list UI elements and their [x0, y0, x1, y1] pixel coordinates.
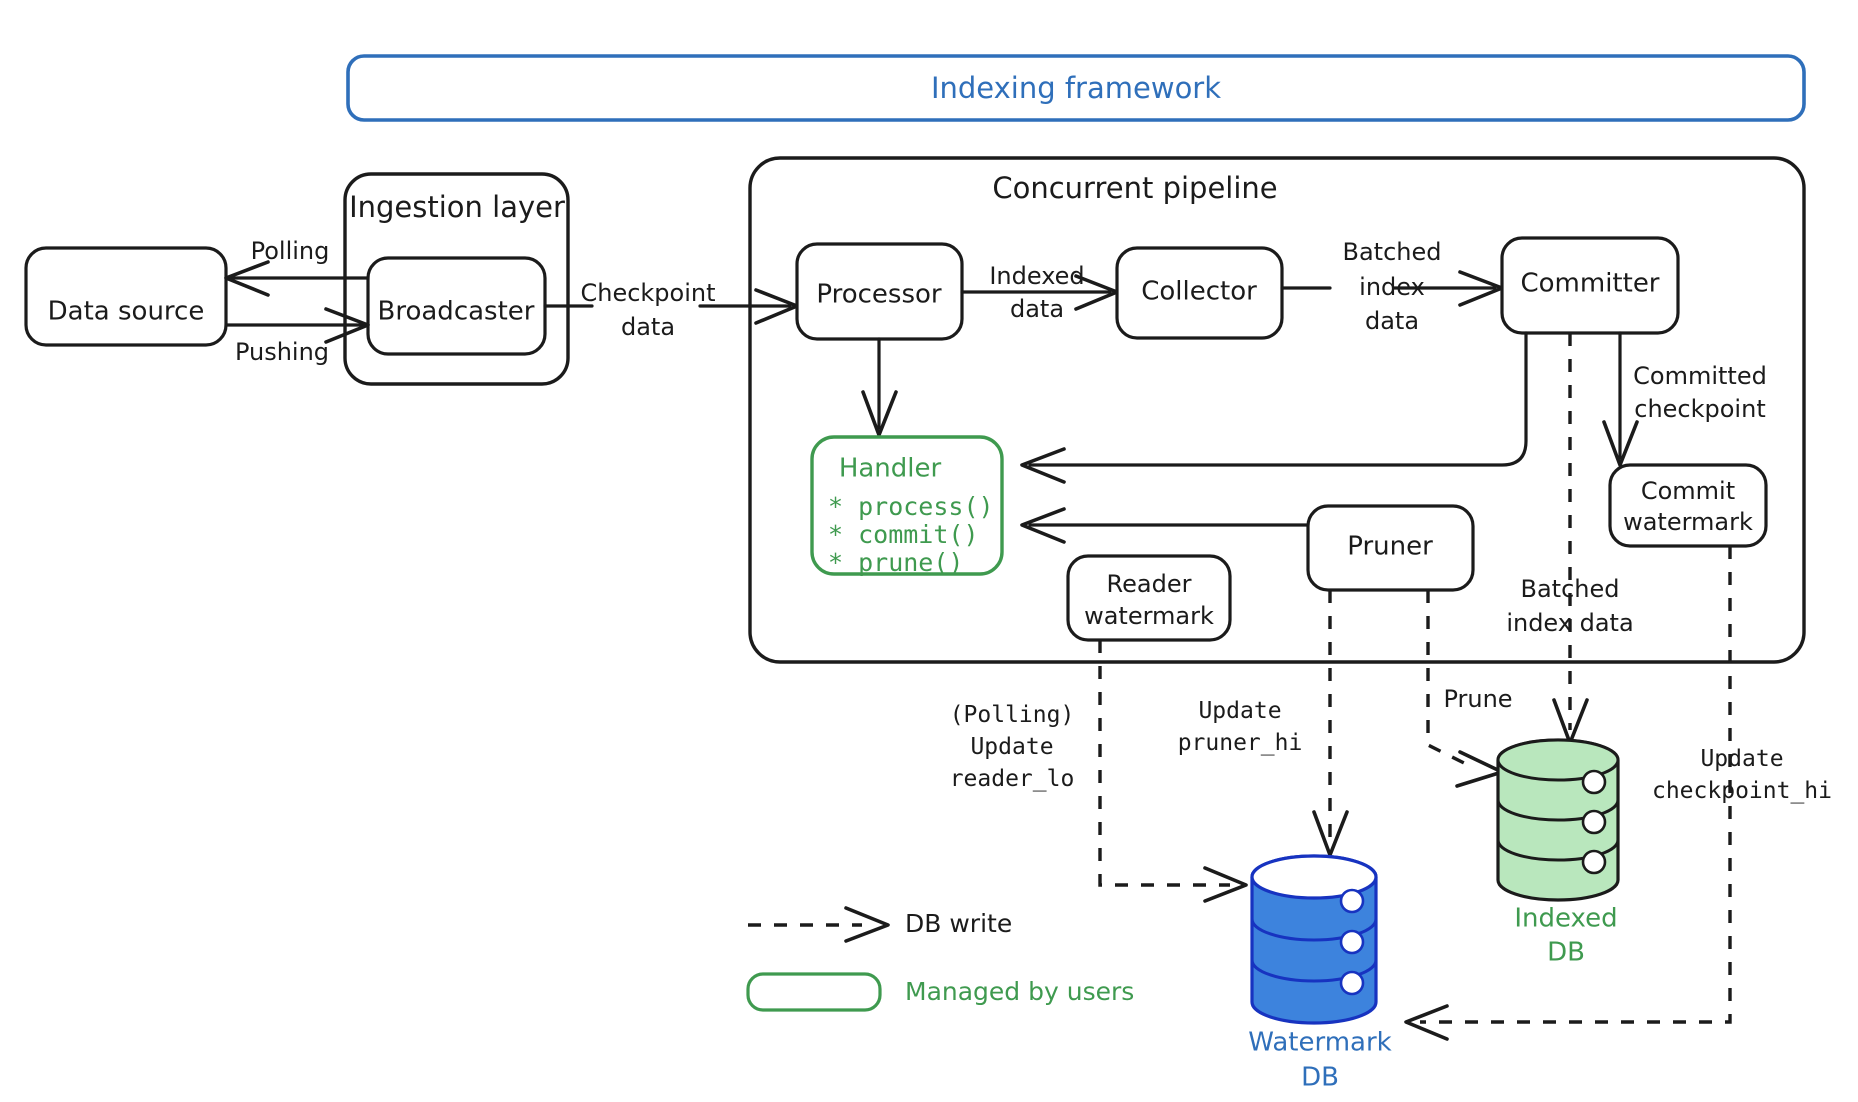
edge-indexed-data-label-2: data: [1010, 295, 1064, 323]
indexed-db-dot-3: [1581, 849, 1607, 875]
data-source-box[interactable]: [24, 246, 228, 347]
node-broadcaster[interactable]: Broadcaster: [366, 256, 547, 356]
edge-prune-label: Prune: [1443, 685, 1512, 713]
pruner-label: Pruner: [1347, 532, 1433, 562]
handler-method-process: * process(): [828, 492, 994, 521]
database-watermark-db[interactable]: Watermark DB: [1248, 854, 1392, 1093]
node-collector[interactable]: Collector: [1115, 246, 1284, 340]
edge-update-pruner-hi-label-1: Update: [1198, 698, 1281, 724]
indexed-db-dot-1: [1581, 769, 1607, 795]
legend-green-box-icon: [746, 972, 882, 1012]
edge-committed-checkpoint-label-1: Committed: [1633, 362, 1767, 390]
edge-commit-watermark-db-write: Update checkpoint_hi: [1404, 546, 1832, 1041]
handler-box[interactable]: [810, 435, 1004, 576]
edge-batched-index-data-label-2: index: [1359, 273, 1425, 301]
legend-db-write-label: DB write: [905, 909, 1012, 938]
legend-managed-by-users-label: Managed by users: [905, 977, 1134, 1006]
edge-pruner-update-pruner-hi: Update pruner_hi: [1178, 590, 1349, 857]
data-source-label: Data source: [48, 297, 205, 327]
edge-indexed-data: Indexed data: [960, 262, 1119, 323]
concurrent-pipeline-label: Concurrent pipeline: [992, 171, 1277, 205]
watermark-db-label-2: DB: [1301, 1063, 1339, 1093]
indexing-framework-label: Indexing framework: [931, 71, 1221, 105]
edge-pruner-to-handler: [1020, 507, 1310, 544]
edge-reader-watermark-db-write: (Polling) Update reader_lo: [950, 640, 1248, 903]
edge-committer-indexed-db: Batched index data: [1506, 333, 1634, 745]
watermark-db-dot-2: [1339, 929, 1365, 955]
reader-watermark-box[interactable]: [1066, 554, 1232, 642]
edge-polling: Polling: [224, 237, 370, 297]
indexed-db-label-2: DB: [1547, 938, 1585, 968]
concurrent-pipeline-box: [748, 156, 1806, 664]
watermark-db-divider-1: [1250, 918, 1378, 942]
edge-pushing-label: Pushing: [235, 338, 329, 366]
handler-method-commit: * commit(): [828, 520, 979, 549]
indexed-db-label-1: Indexed: [1514, 904, 1617, 934]
watermark-db-label-1: Watermark: [1248, 1028, 1391, 1058]
edge-reader-watermark-label-3: reader_lo: [950, 766, 1075, 792]
legend-arrow-icon: [844, 906, 890, 943]
edge-processor-to-handler: [861, 337, 898, 437]
edge-indexed-data-label-1: Indexed: [989, 262, 1084, 290]
broadcaster-label: Broadcaster: [378, 297, 535, 327]
reader-watermark-label-2: watermark: [1084, 602, 1214, 630]
indexed-db-dot-2: [1581, 809, 1607, 835]
handler-title: Handler: [839, 454, 942, 484]
node-processor[interactable]: Processor: [795, 242, 964, 341]
indexed-db-divider-2: [1496, 839, 1620, 862]
concurrent-pipeline-group: Concurrent pipeline: [748, 156, 1806, 664]
edge-committed-checkpoint: Committed checkpoint: [1602, 331, 1767, 467]
watermark-db-divider-2: [1250, 959, 1378, 983]
edge-batched-index-data-label-3: data: [1365, 307, 1419, 335]
edge-reader-watermark-label-1: (Polling): [950, 702, 1075, 728]
edge-checkpoint-data-label-2: data: [621, 313, 675, 341]
node-pruner[interactable]: Pruner: [1306, 504, 1475, 592]
indexed-db-top: [1496, 738, 1620, 782]
collector-box[interactable]: [1115, 246, 1284, 340]
edge-update-checkpoint-hi-label-1: Update: [1700, 746, 1783, 772]
edge-polling-label: Polling: [251, 237, 330, 265]
legend-item-db-write: DB write: [748, 906, 1012, 943]
watermark-db-dot-1: [1339, 888, 1365, 914]
commit-watermark-label-2: watermark: [1623, 508, 1753, 536]
edge-batched-index-data2-label-1: Batched: [1521, 575, 1620, 603]
edge-reader-watermark-label-2: Update: [970, 734, 1053, 760]
handler-method-prune: * prune(): [828, 548, 963, 577]
ingestion-layer-label: Ingestion layer: [349, 190, 565, 224]
committer-label: Committer: [1520, 269, 1659, 299]
edge-committer-to-handler: [1020, 331, 1528, 484]
edge-prune: Prune: [1426, 590, 1513, 788]
indexing-framework-banner: Indexing framework: [346, 54, 1806, 122]
legend-item-managed-by-users: Managed by users: [746, 972, 1134, 1012]
legend: DB write Managed by users: [746, 906, 1134, 1012]
commit-watermark-label-1: Commit: [1641, 477, 1735, 505]
pruner-box[interactable]: [1306, 504, 1475, 592]
edge-update-checkpoint-hi-label-2: checkpoint_hi: [1652, 778, 1832, 804]
edge-committed-checkpoint-label-2: checkpoint: [1634, 395, 1765, 423]
edge-update-pruner-hi-label-2: pruner_hi: [1178, 730, 1303, 756]
edge-batched-index-data2-label-2: index data: [1506, 609, 1633, 637]
watermark-db-top: [1250, 854, 1378, 900]
node-handler[interactable]: Handler * process() * commit() * prune(): [810, 435, 1004, 577]
commit-watermark-box[interactable]: [1608, 463, 1768, 548]
node-commit-watermark[interactable]: Commit watermark: [1608, 463, 1768, 548]
node-data-source[interactable]: Data source: [24, 246, 228, 347]
edge-checkpoint-data-label-1: Checkpoint: [580, 279, 715, 307]
watermark-db-dot-3: [1339, 970, 1365, 996]
committer-box[interactable]: [1500, 236, 1680, 335]
node-committer[interactable]: Committer: [1500, 236, 1680, 335]
node-reader-watermark[interactable]: Reader watermark: [1066, 554, 1232, 642]
edge-pushing: Pushing: [224, 307, 370, 366]
edge-checkpoint-data: Checkpoint data: [543, 279, 799, 341]
indexed-db-divider-1: [1496, 799, 1620, 822]
edge-batched-index-data-label-1: Batched: [1343, 238, 1442, 266]
edge-batched-index-data: Batched index data: [1280, 238, 1504, 335]
database-indexed-db[interactable]: Indexed DB: [1496, 738, 1620, 968]
reader-watermark-label-1: Reader: [1107, 570, 1192, 598]
indexing-framework-box: [346, 54, 1806, 122]
collector-label: Collector: [1141, 277, 1257, 307]
processor-label: Processor: [816, 280, 942, 310]
